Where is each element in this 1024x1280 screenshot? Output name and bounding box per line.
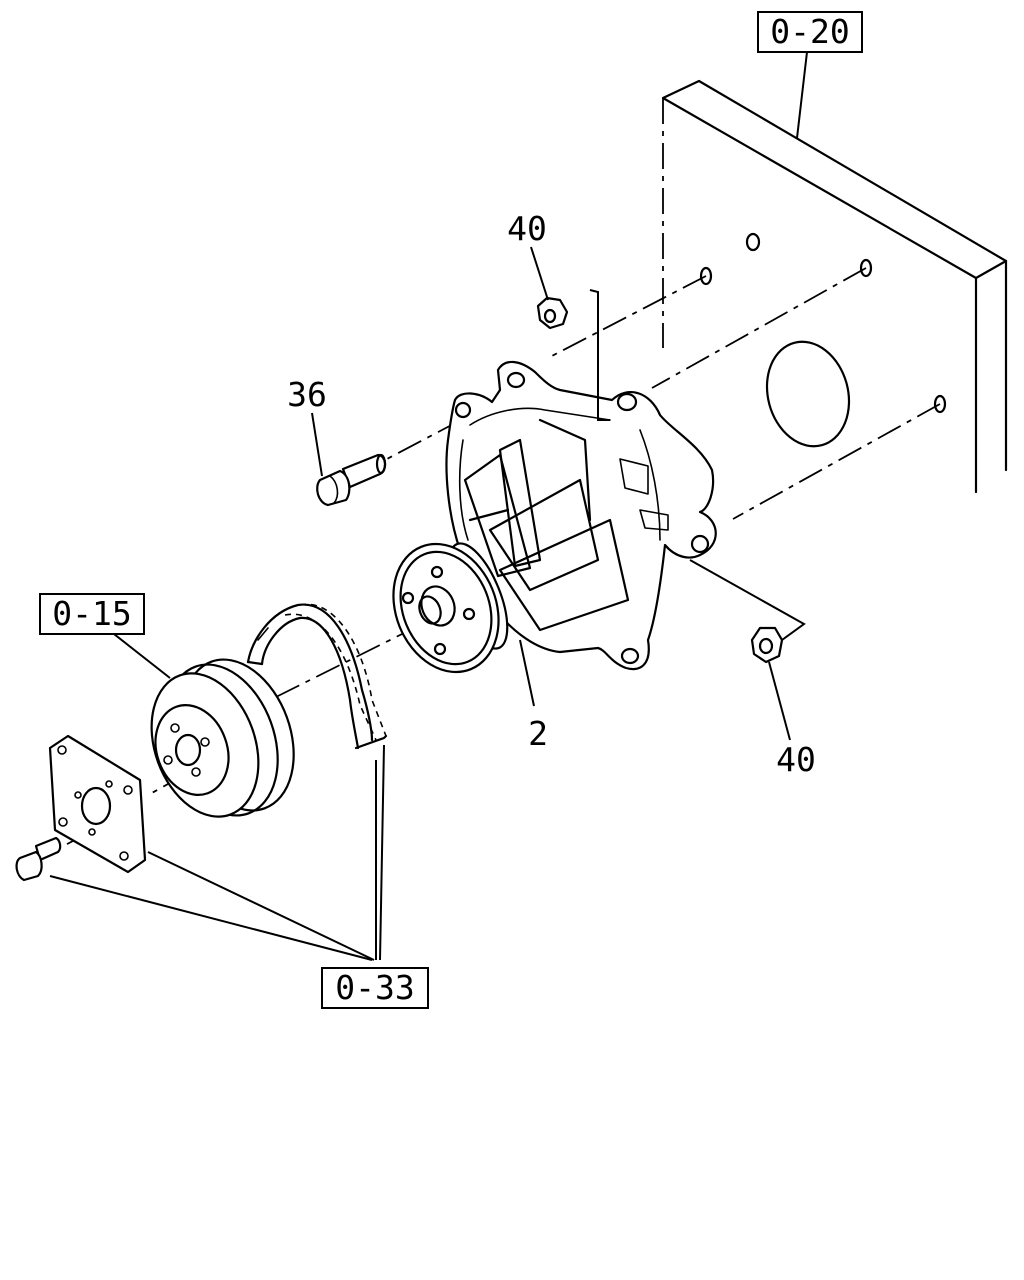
flange-bolt [15, 836, 62, 882]
callout-0-20: 0-20 [757, 11, 863, 53]
part-label-40-bottom: 40 [776, 740, 816, 779]
nut-40-bottom [750, 626, 784, 664]
leader-lines [49, 51, 808, 961]
part-label-40-top: 40 [507, 209, 547, 248]
callout-0-33-text: 0-33 [335, 968, 414, 1007]
pump-hub-flange [392, 542, 509, 674]
callout-0-15: 0-15 [39, 593, 145, 635]
fan-belt [246, 603, 388, 750]
part-label-2: 2 [528, 714, 548, 753]
fan-pulley [150, 658, 295, 818]
water-pump [445, 360, 717, 671]
bolt-36 [316, 453, 387, 507]
callout-0-20-text: 0-20 [770, 12, 849, 51]
callout-0-33: 0-33 [321, 967, 429, 1009]
nut-40-top [536, 296, 569, 330]
engine-block-plate [661, 79, 1008, 494]
spacer-plate [48, 734, 147, 874]
callout-0-15-text: 0-15 [52, 594, 131, 633]
part-label-36: 36 [287, 375, 327, 414]
